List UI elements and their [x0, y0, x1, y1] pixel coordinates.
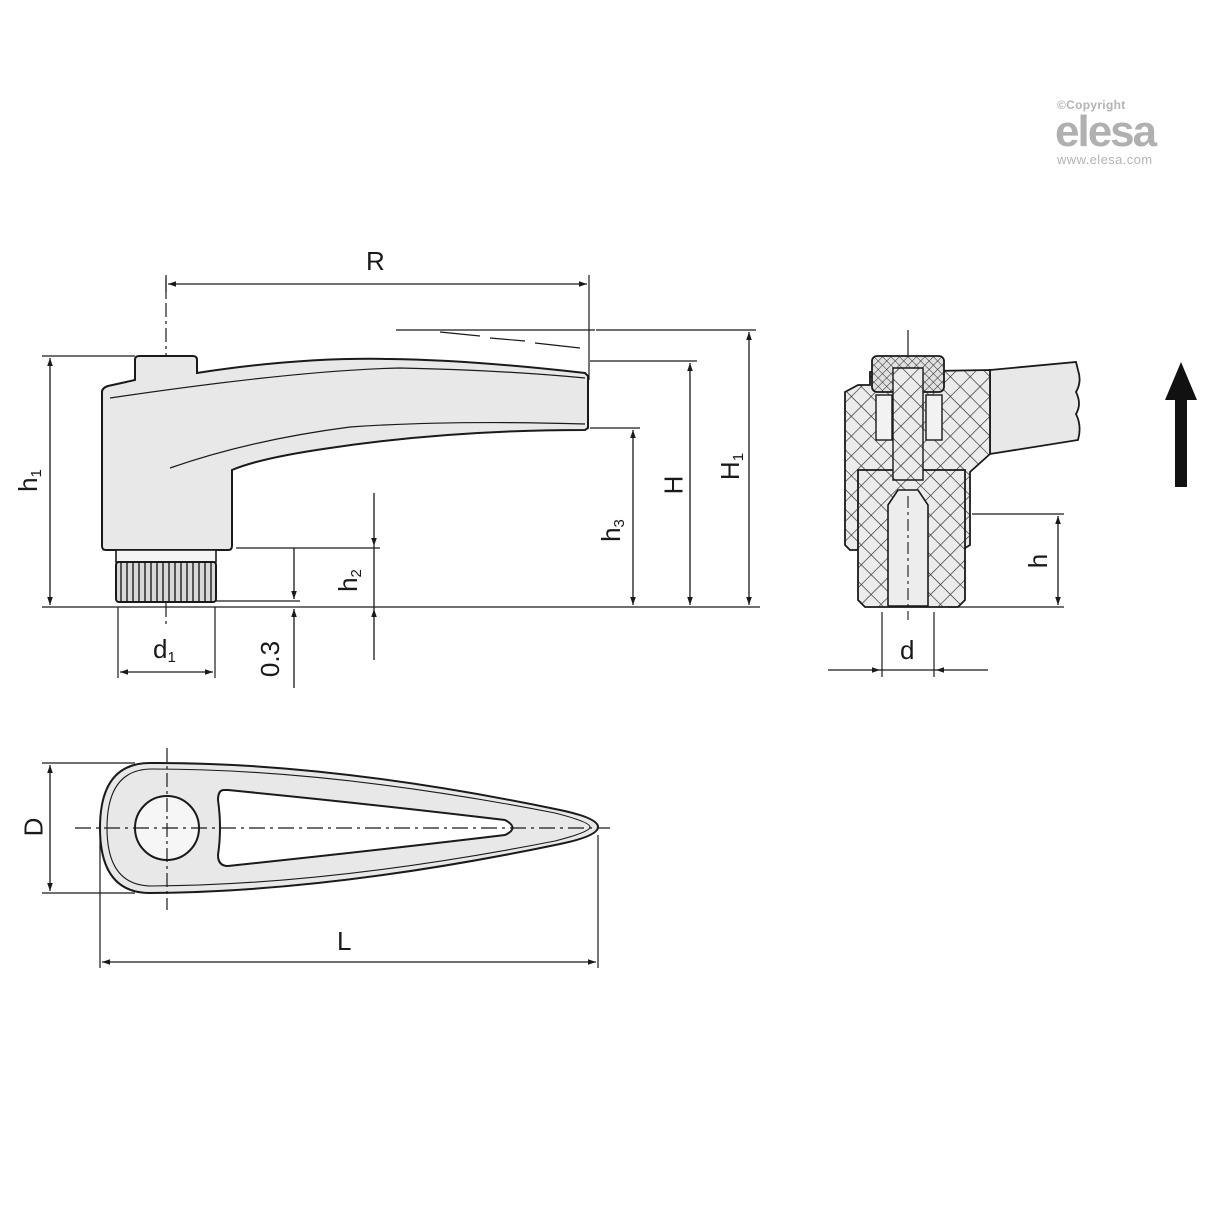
label-d1-base: d [153, 634, 168, 664]
label-h2-sub: 2 [347, 569, 365, 578]
label-D: D [18, 817, 49, 837]
copyright-watermark: ©Copyright elesa www.elesa.com [1055, 98, 1205, 167]
label-H1-sub: 1 [730, 452, 748, 462]
copyright-text: ©Copyright [1057, 98, 1126, 112]
label-h2-base: h [332, 577, 363, 592]
arm-stub [989, 361, 1081, 456]
arrow-up-icon [1165, 362, 1197, 487]
label-d1-sub: 1 [167, 649, 176, 666]
label-gap-0-3: 0.3 [255, 640, 286, 678]
side-view [42, 275, 760, 688]
lever-body [101, 355, 589, 551]
label-R: R [366, 246, 385, 276]
label-H: H [658, 475, 689, 495]
knurled-bush [115, 561, 217, 603]
section-view [828, 330, 1081, 677]
label-h3: h3 [595, 519, 628, 542]
label-d: d [900, 635, 915, 665]
brand-url: www.elesa.com [1057, 152, 1153, 167]
label-h2: h2 [332, 569, 365, 592]
label-H1-base: H [715, 461, 746, 481]
top-view [42, 748, 610, 968]
bush-neck [115, 549, 217, 563]
label-H1: H1 [715, 452, 748, 481]
label-h1-sub: 1 [27, 469, 45, 478]
label-h: h [1023, 553, 1054, 569]
label-h3-base: h [595, 527, 626, 542]
label-L: L [337, 926, 352, 956]
label-h3-sub: 3 [610, 519, 628, 528]
label-h1-base: h [12, 477, 43, 492]
label-d1: d1 [153, 636, 176, 665]
label-h1: h1 [12, 469, 45, 492]
brand-logo: elesa [1055, 107, 1157, 156]
